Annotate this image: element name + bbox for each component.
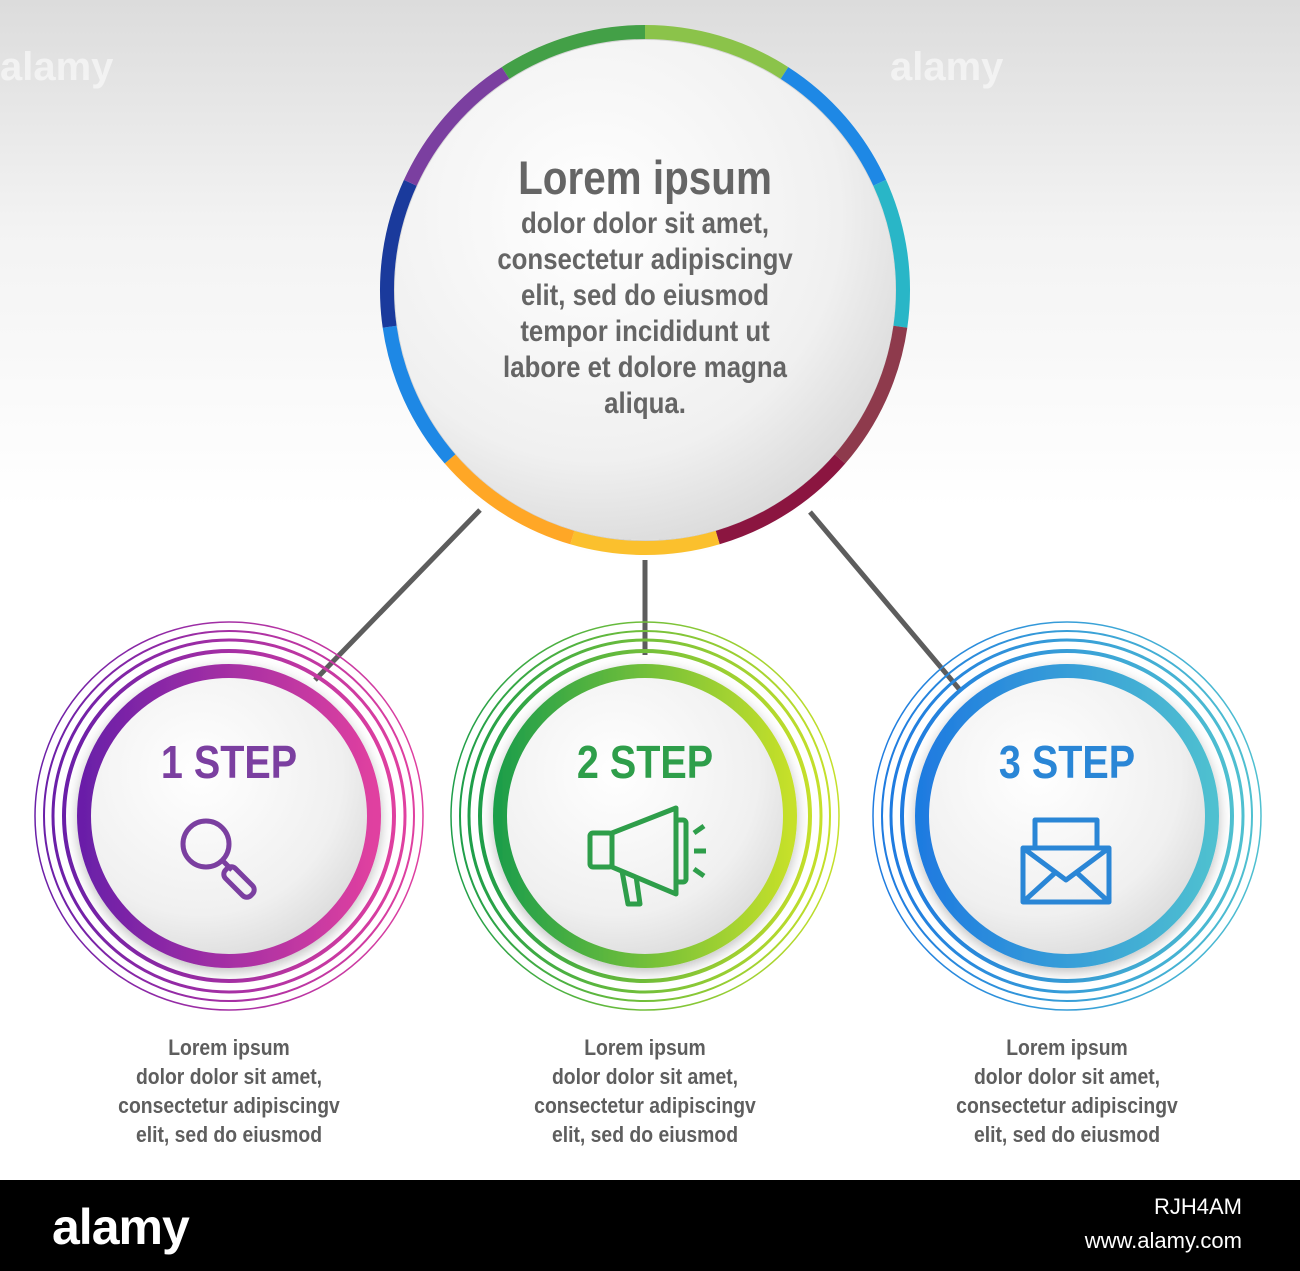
center-text-block: Lorem ipsum dolor dolor sit amet, consec… <box>445 150 845 422</box>
center-ring-segment <box>380 179 417 328</box>
center-circle <box>380 25 910 555</box>
center-ring-segment <box>644 25 789 79</box>
center-ring-segment <box>873 179 910 328</box>
step-description-2: Lorem ipsum dolor dolor sit amet, consec… <box>534 1035 756 1147</box>
center-disc <box>395 40 895 540</box>
magnifier-icon <box>180 818 257 900</box>
step-label-3: 3 STEP <box>998 736 1136 788</box>
center-ring-segment <box>382 325 456 464</box>
center-ring-segment <box>570 530 720 555</box>
center-ring-segment <box>780 67 887 186</box>
center-ring-segment <box>501 25 646 79</box>
stock-url: www.alamy.com <box>1084 1228 1242 1253</box>
infographic: Lorem ipsum dolor dolor sit amet, consec… <box>34 25 1262 1147</box>
connector-line-3 <box>808 510 962 692</box>
stock-image-id: RJH4AM <box>1153 1194 1242 1219</box>
center-title: Lorem ipsum <box>518 151 772 204</box>
center-ring-segment <box>834 325 908 464</box>
step-circle-3 <box>872 621 1262 1011</box>
infographic-diagram <box>34 25 1262 1011</box>
center-ring-segment <box>715 454 846 545</box>
megaphone-icon <box>587 805 706 907</box>
step-label-2: 2 STEP <box>576 736 714 788</box>
center-body: dolor dolor sit amet, consectetur adipis… <box>497 207 793 420</box>
envelope-icon <box>1020 817 1112 905</box>
center-ring-segment <box>403 67 510 186</box>
connector-line-1 <box>313 508 482 682</box>
step-label-1: 1 STEP <box>160 736 298 788</box>
center-ring-segment <box>444 454 575 545</box>
brand-logo: alamy <box>52 1199 190 1255</box>
step-circle-1 <box>34 621 424 1011</box>
footer-bar: alamy RJH4AM www.alamy.com <box>0 1180 1300 1271</box>
step-circle-2 <box>450 621 840 1011</box>
step-description-3: Lorem ipsum dolor dolor sit amet, consec… <box>956 1035 1178 1147</box>
step-description-1: Lorem ipsum dolor dolor sit amet, consec… <box>118 1035 340 1147</box>
